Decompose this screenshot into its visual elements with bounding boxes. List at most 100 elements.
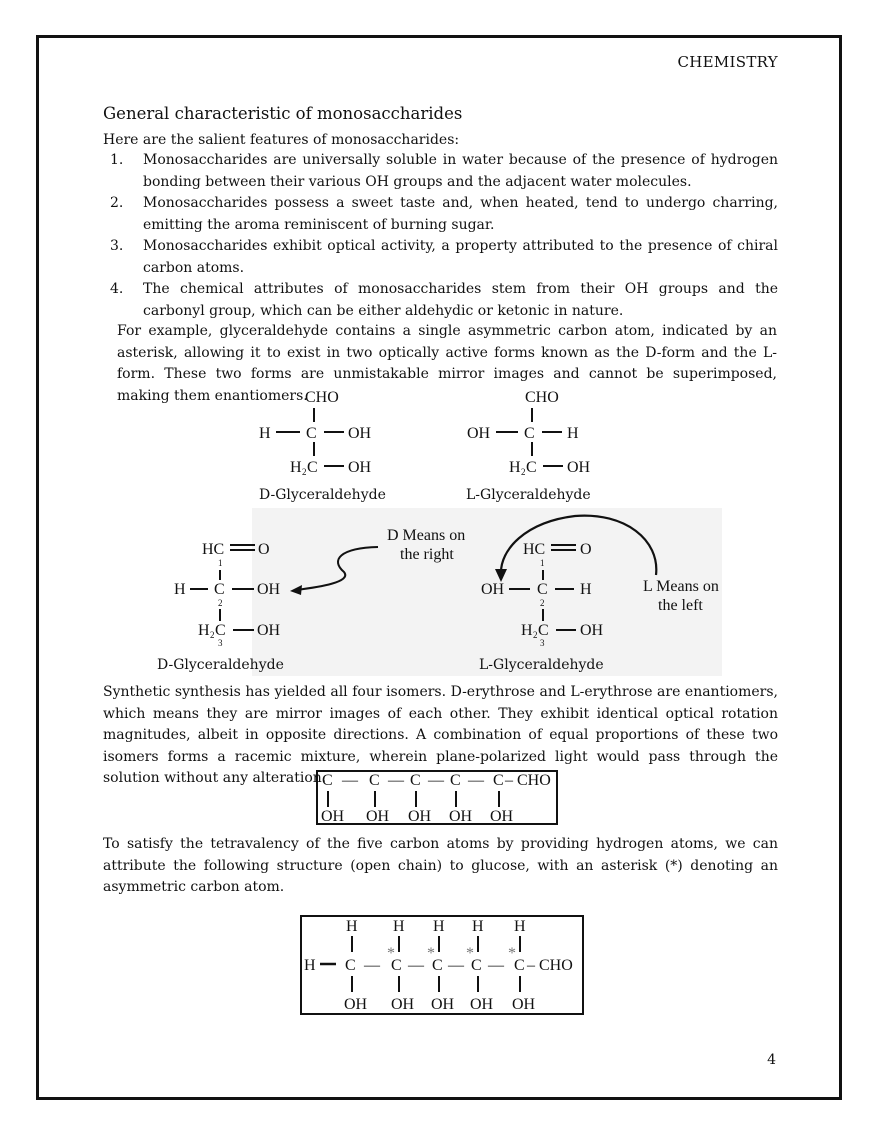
figure-d-glyceraldehyde-numbered: HC O 1 H C OH 2 H 2 C 3 OH D Means on th… [157,527,465,673]
oh-label: OH [321,808,345,825]
list-number: 2. [110,195,124,211]
list-number: 1. [110,152,124,168]
section-title: General characteristic of monosaccharide… [103,104,463,123]
list-item: 2.Monosaccharides possess a sweet taste … [103,193,778,236]
h2c-sub-label: 2 [210,630,215,640]
h2c-h-label: H [198,622,210,639]
cho-label: CHO [525,389,559,406]
oh-label: OH [470,996,494,1013]
c-label: C [524,425,535,442]
c-label: C [322,772,333,789]
h2c-c-label: C [215,622,226,639]
glucose-open-chain-structure: H H H H H H C — * C — * C — * C — * C – … [300,915,584,1015]
c-label: C [369,772,380,789]
bond-dash: — [407,957,425,974]
hc-label: HC [202,541,224,558]
bond-dash: — [467,772,485,789]
asterisk-label: * [508,945,516,962]
h-label: H [304,957,316,974]
figure-d-glyceraldehyde-simple: CHO H C OH H 2 C OH D-Glyceraldehyde [259,389,386,503]
bond-dash: — [363,957,381,974]
chain-box [316,770,558,825]
carbon-number: 2 [218,598,223,608]
l-arrow [499,514,658,576]
asterisk-label: * [427,945,435,962]
c-label: C [214,581,225,598]
asterisk-label: * [387,945,395,962]
c-label: C [514,957,525,974]
c-label: C [450,772,461,789]
h-label: H [472,918,484,935]
h2c-sub-label: 2 [302,467,307,477]
h2c-c-label: C [526,459,537,476]
list-text: The chemical attributes of monosaccharid… [143,281,778,319]
d-caption: D-Glyceraldehyde [259,487,386,503]
h2c-h-label: H [290,459,302,476]
figure2-panel [252,508,722,676]
glucose-box [300,915,584,1015]
oh-label: OH [467,425,491,442]
l-note-line1: L Means on [643,578,719,595]
c-label: C [306,425,317,442]
c-label: C [471,957,482,974]
figure-l-glyceraldehyde-numbered: HC O 1 OH C H 2 H 2 C 3 OH L Means on th… [479,514,719,673]
c-label: C [410,772,421,789]
header-subject: CHEMISTRY [677,53,778,71]
l-caption-2: L-Glyceraldehyde [479,657,604,673]
h2c-c-label: C [307,459,318,476]
l-caption: L-Glyceraldehyde [466,487,591,503]
h2c-sub-label: 2 [521,467,526,477]
c-label: C [391,957,402,974]
h2c-h-label: H [509,459,521,476]
oh-label: OH [348,459,372,476]
bond-dash: — [427,772,445,789]
l-note-line2: the left [658,597,703,614]
features-list: 1. Monosaccharides are universally solubl… [103,150,778,322]
d-note-line2: the right [400,546,454,563]
list-text: Monosaccharides exhibit optical activity… [143,238,778,276]
oh-label: OH [580,622,604,639]
oh-label: OH [431,996,455,1013]
cho-label: CHO [305,389,339,406]
h2c-h-label: H [521,622,533,639]
oh-label: OH [512,996,536,1013]
list-number: 4. [110,281,124,297]
h-label: H [346,918,358,935]
list-text: Monosaccharides are universally soluble … [143,152,778,190]
oh-label: OH [344,996,368,1013]
c-label: C [493,772,504,789]
oh-label: OH [257,622,281,639]
h-label: H [514,918,526,935]
d-arrow-head [290,585,302,595]
page-border [36,35,842,1100]
h-label: H [433,918,445,935]
list-item: 4. The chemical attributes of monosacchar… [103,279,778,322]
oh-label: OH [490,808,514,825]
c-label: C [537,581,548,598]
h-label: H [567,425,579,442]
cho-label: – CHO [504,772,551,789]
carbon-number: 3 [540,638,545,648]
synthesis-paragraph: Synthetic synthesis has yielded all four… [103,684,778,786]
oh-label: OH [449,808,473,825]
oh-label: OH [391,996,415,1013]
c-label: C [432,957,443,974]
h-label: H [259,425,271,442]
list-item: 3.Monosaccharides exhibit optical activi… [103,236,778,279]
carbon-number: 3 [218,638,223,648]
h-label: H [393,918,405,935]
h-label: H [580,581,592,598]
h2c-c-label: C [538,622,549,639]
tetravalency-paragraph: To satisfy the tetravalency of the five … [103,836,778,895]
oh-label: OH [567,459,591,476]
asterisk-label: * [466,945,474,962]
list-item: 1. Monosaccharides are universally solubl… [103,150,778,193]
bond-dash: — [387,772,405,789]
h2c-sub-label: 2 [533,630,538,640]
hc-label: HC [523,541,545,558]
bond-dash: — [487,957,505,974]
d-arrow [295,546,379,591]
o-label: O [258,541,270,558]
example-paragraph: For example, glyceraldehyde contains a s… [117,323,777,404]
d-caption-2: D-Glyceraldehyde [157,657,284,673]
